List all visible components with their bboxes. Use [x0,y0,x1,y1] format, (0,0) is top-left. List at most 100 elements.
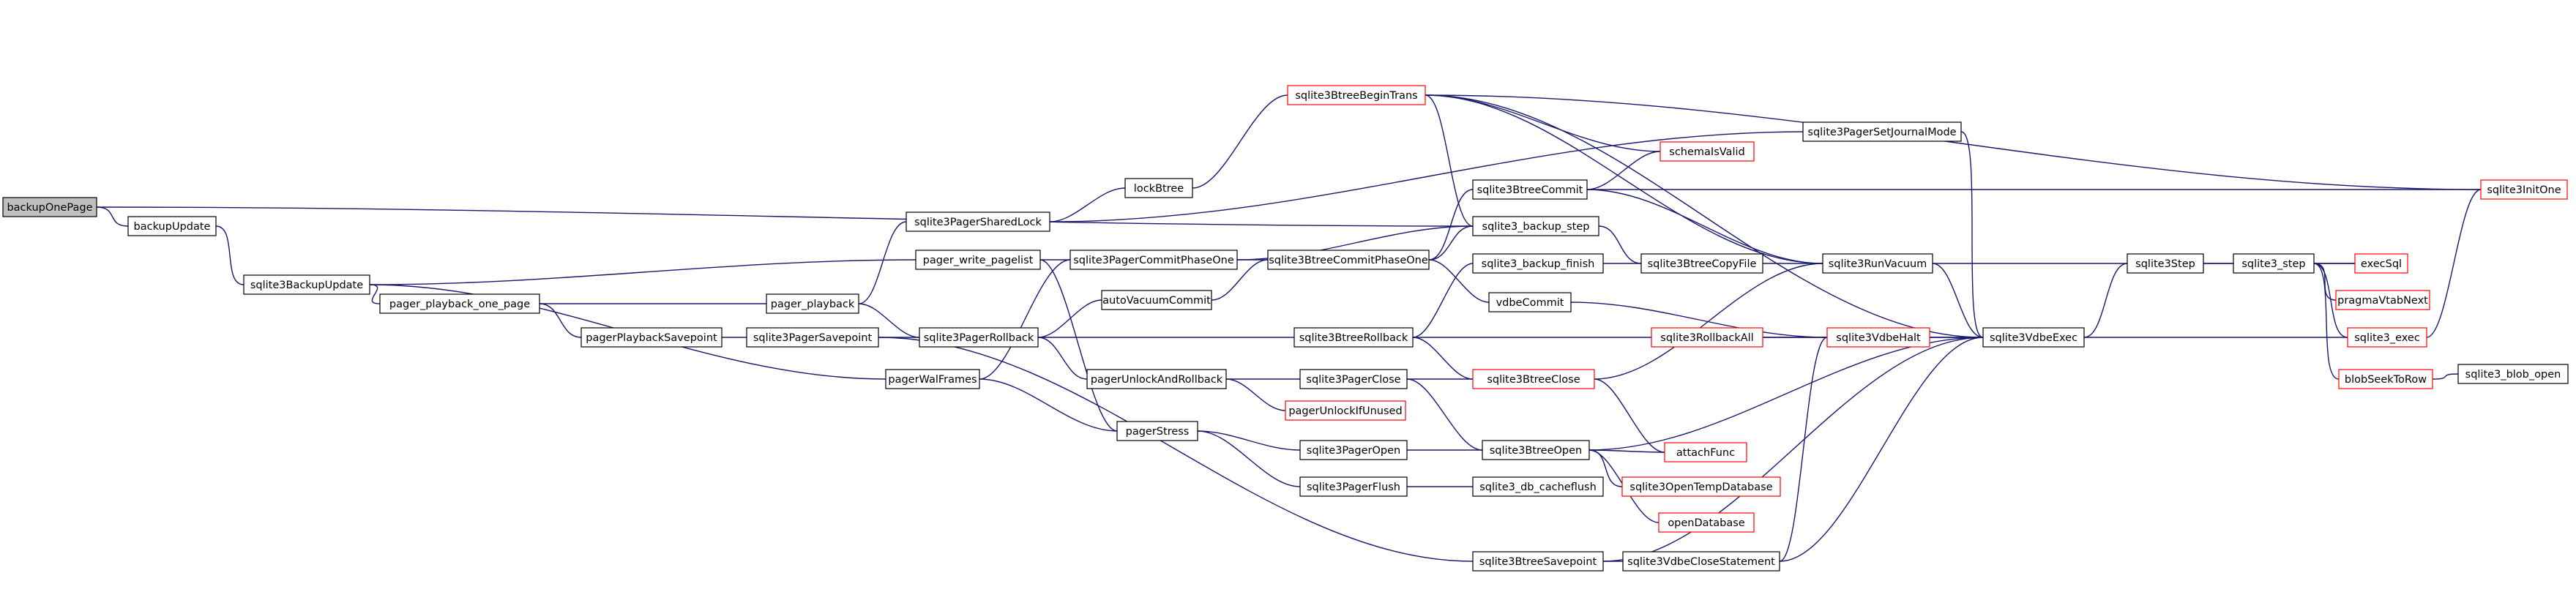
node-sqlite3PagerRollback[interactable]: sqlite3PagerRollback [919,327,1039,348]
node-pagerUnlockIfUnused[interactable]: pagerUnlockIfUnused [1285,400,1406,421]
edge-path [362,259,916,289]
node-box [1299,440,1408,460]
node-pagerUnlockAndRollback[interactable]: pagerUnlockAndRollback [1086,369,1227,389]
edge-pagerPlaybackSavepoint-to-pager_playback_one_page [531,299,582,338]
node-label: schemaIsValid [1669,146,1744,158]
edge-path [1218,375,1286,411]
node-label: execSql [2361,258,2402,270]
edge-path [1190,427,1301,451]
node-autoVacuumCommit[interactable]: autoVacuumCommit [1101,290,1212,310]
node-box [1472,179,1588,200]
node-box [2,197,97,217]
edge-sqlite3BtreeOpen-to-sqlite3PagerClose [1399,375,1483,451]
edge-pager_playback-to-sqlite3PagerSharedLock [858,217,914,304]
edge-pagerUnlockAndRollback-to-sqlite3PagerRollback [1030,333,1088,380]
node-sqlite3PagerSharedLock[interactable]: sqlite3PagerSharedLock [906,211,1050,232]
node-sqlite3BtreeCopyFile[interactable]: sqlite3BtreeCopyFile [1640,253,1763,274]
edge-sqlite3VdbeHalt-to-vdbeCommit [1563,298,1828,338]
node-box [2127,253,2204,274]
node-sqlite3Step[interactable]: sqlite3Step [2127,253,2204,274]
node-sqlite3BtreeClose[interactable]: sqlite3BtreeClose [1472,369,1595,389]
edge-sqlite3VdbeExec-to-sqlite3BtreeBeginTrans [1417,91,1984,338]
edge-sqlite3Step-to-sqlite3VdbeExec [2076,263,2128,342]
node-box [1802,121,1962,142]
node-sqlite3PagerSavepoint[interactable]: sqlite3PagerSavepoint [746,327,879,348]
node-box [1116,421,1198,441]
node-sqlite3PagerFlush[interactable]: sqlite3PagerFlush [1299,476,1408,497]
node-sqlite3_backup_step[interactable]: sqlite3_backup_step [1472,216,1599,236]
node-box [1982,327,2085,348]
node-sqlite3VdbeHalt[interactable]: sqlite3VdbeHalt [1826,327,1930,348]
edge-path [1190,427,1301,487]
edge-sqlite3_backup_step-to-sqlite3BtreeCommitPhaseOne [1421,225,1474,264]
edge-path [89,203,129,227]
node-sqlite3BtreeCommitPhaseOne[interactable]: sqlite3BtreeCommitPhaseOne [1267,250,1430,270]
node-sqlite3PagerCommitPhaseOne[interactable]: sqlite3PagerCommitPhaseOne [1069,250,1238,270]
node-execSql[interactable]: execSql [2354,253,2408,274]
node-label: blobSeekToRow [2345,374,2427,386]
edge-sqlite3VdbeExec-to-sqlite3BtreeOpen [1581,337,1984,454]
node-sqlite3InitOne[interactable]: sqlite3InitOne [2480,179,2568,200]
node-sqlite3BtreeSavepoint[interactable]: sqlite3BtreeSavepoint [1472,551,1604,572]
node-label: autoVacuumCommit [1102,295,1211,307]
edge-sqlite3VdbeHalt-to-sqlite3VdbeCloseStatement [1772,337,1828,566]
node-label: pragmaVtabNext [2337,295,2428,307]
node-pager_playback_one_page[interactable]: pager_playback_one_page [379,293,540,314]
node-pagerWalFrames[interactable]: pagerWalFrames [885,369,980,389]
edge-path [1030,299,1102,342]
edge-path [2306,259,2348,338]
node-pagerStress[interactable]: pagerStress [1116,421,1198,441]
node-label: sqlite3PagerSetJournalMode [1807,127,1956,138]
edge-layer [89,91,2482,566]
node-attachFunc[interactable]: attachFunc [1664,442,1747,462]
node-pragmaVtabNext[interactable]: pragmaVtabNext [2335,290,2430,310]
node-pagerPlaybackSavepoint[interactable]: pagerPlaybackSavepoint [580,327,723,348]
node-sqlite3BtreeRollback[interactable]: sqlite3BtreeRollback [1293,327,1414,348]
node-sqlite3_exec[interactable]: sqlite3_exec [2347,327,2427,348]
node-label: sqlite3PagerClose [1306,374,1400,386]
node-box [746,327,879,348]
node-sqlite3BtreeCommit[interactable]: sqlite3BtreeCommit [1472,179,1588,200]
node-blobSeekToRow[interactable]: blobSeekToRow [2338,369,2433,389]
node-sqlite3_step[interactable]: sqlite3_step [2233,253,2315,274]
node-sqlite3BackupUpdate[interactable]: sqlite3BackupUpdate [243,274,370,295]
node-lockBtree[interactable]: lockBtree [1124,178,1193,198]
node-sqlite3BtreeOpen[interactable]: sqlite3BtreeOpen [1482,440,1590,460]
node-box [1660,141,1755,162]
node-sqlite3BtreeBeginTrans[interactable]: sqlite3BtreeBeginTrans [1287,85,1426,105]
edge-autoVacuumCommit-to-sqlite3PagerRollback [1030,299,1102,342]
node-sqlite3VdbeCloseStatement[interactable]: sqlite3VdbeCloseStatement [1622,551,1780,572]
node-pager_playback[interactable]: pager_playback [766,293,859,314]
node-sqlite3RollbackAll[interactable]: sqlite3RollbackAll [1651,327,1763,348]
node-pager_write_pagelist[interactable]: pager_write_pagelist [915,250,1041,270]
edge-path [851,299,920,338]
edge-path [1042,187,1126,226]
node-sqlite3VdbeExec[interactable]: sqlite3VdbeExec [1982,327,2085,348]
edge-sqlite3_backup_finish-to-sqlite3BtreeRollback [1405,263,1474,342]
node-openDatabase[interactable]: openDatabase [1658,512,1755,533]
node-sqlite3_backup_finish[interactable]: sqlite3_backup_finish [1472,253,1604,274]
node-sqlite3PagerClose[interactable]: sqlite3PagerClose [1299,369,1408,389]
node-box [885,369,980,389]
node-sqlite3OpenTempDatabase[interactable]: sqlite3OpenTempDatabase [1621,476,1781,497]
node-backupUpdate[interactable]: backupUpdate [127,216,217,236]
node-vdbeCommit[interactable]: vdbeCommit [1488,292,1572,312]
node-sqlite3RunVacuum[interactable]: sqlite3RunVacuum [1822,253,1933,274]
node-sqlite3PagerSetJournalMode[interactable]: sqlite3PagerSetJournalMode [1802,121,1962,142]
node-box [1285,400,1406,421]
edge-path [1421,225,1474,264]
node-backupOnePage[interactable]: backupOnePage [2,197,97,217]
edge-path [1032,255,1118,432]
edge-sqlite3BtreeBeginTrans-to-lockBtree [1184,94,1288,192]
edge-sqlite3BtreeCopyFile-to-sqlite3_backup_step [1591,222,1642,264]
node-schemaIsValid[interactable]: schemaIsValid [1660,141,1755,162]
node-sqlite3_db_cacheflush[interactable]: sqlite3_db_cacheflush [1472,476,1604,497]
node-sqlite3_blob_open[interactable]: sqlite3_blob_open [2457,364,2569,384]
edge-path [1586,147,1668,190]
edge-path [1595,337,1984,566]
node-label: sqlite3Step [2135,258,2195,270]
edge-path [1405,263,1474,342]
edge-pager_playback_one_page-to-sqlite3BackupUpdate [362,280,381,304]
node-sqlite3PagerOpen[interactable]: sqlite3PagerOpen [1299,440,1408,460]
